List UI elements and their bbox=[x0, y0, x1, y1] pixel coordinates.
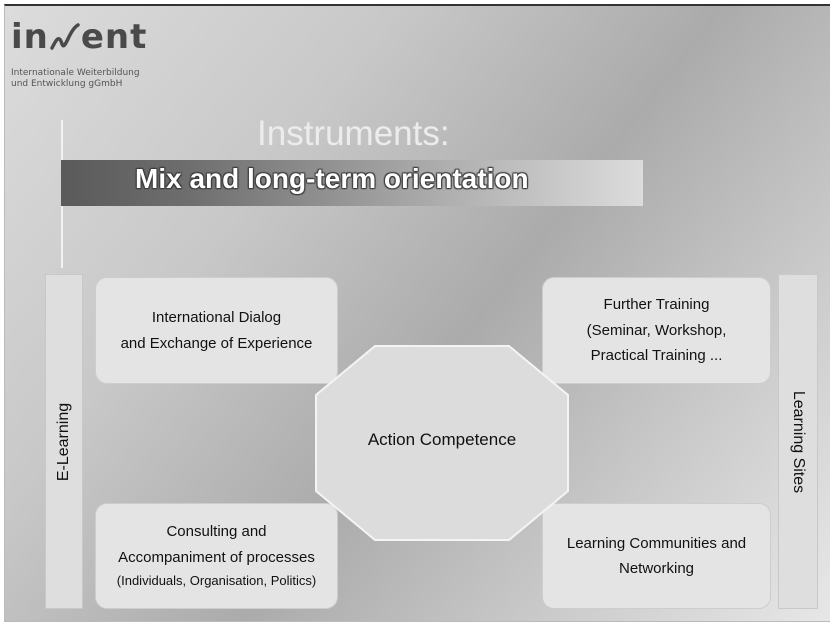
slide: in ent Internationale Weiterbildung und … bbox=[4, 4, 830, 622]
box-international-dialog: International Dialog and Exchange of Exp… bbox=[95, 277, 338, 384]
subtitle-bar bbox=[61, 160, 643, 206]
box-learning-communities: Learning Communities and Networking bbox=[542, 503, 771, 609]
box-line: Further Training bbox=[603, 296, 710, 314]
logo-wordmark: in ent bbox=[11, 14, 201, 54]
logo-wordmark-right: ent bbox=[80, 17, 148, 57]
box-line: (Individuals, Organisation, Politics) bbox=[116, 573, 317, 589]
logo-subtitle: Internationale Weiterbildung und Entwick… bbox=[11, 68, 140, 89]
box-line: Learning Communities and bbox=[566, 534, 747, 552]
box-line: International Dialog bbox=[151, 309, 282, 326]
slide-title: Instruments: bbox=[257, 114, 450, 153]
invent-logo: in ent Internationale Weiterbildung und … bbox=[11, 14, 201, 90]
box-line: (Seminar, Workshop, bbox=[586, 321, 727, 339]
side-panel-learning-sites: Learning Sites bbox=[778, 274, 818, 609]
box-line: Networking bbox=[618, 560, 695, 577]
side-panel-e-learning: E-Learning bbox=[45, 274, 83, 609]
side-label-e-learning: E-Learning bbox=[55, 402, 72, 481]
logo-swoosh-icon bbox=[50, 23, 80, 50]
logo-wordmark-left: in bbox=[11, 17, 49, 57]
box-line: Practical Training ... bbox=[590, 347, 723, 365]
box-line: Consulting and bbox=[166, 523, 267, 541]
box-line: Accompaniment of processes bbox=[118, 548, 315, 566]
box-further-training: Further Training (Seminar, Workshop, Pra… bbox=[542, 277, 771, 384]
box-consulting: Consulting and Accompaniment of processe… bbox=[95, 503, 338, 609]
center-label-action-competence: Action Competence bbox=[367, 430, 517, 449]
slide-subtitle: Mix and long-term orientation bbox=[135, 163, 529, 194]
side-label-learning-sites: Learning Sites bbox=[790, 390, 807, 493]
center-octagon bbox=[315, 345, 569, 541]
box-line: and Exchange of Experience bbox=[120, 334, 313, 352]
